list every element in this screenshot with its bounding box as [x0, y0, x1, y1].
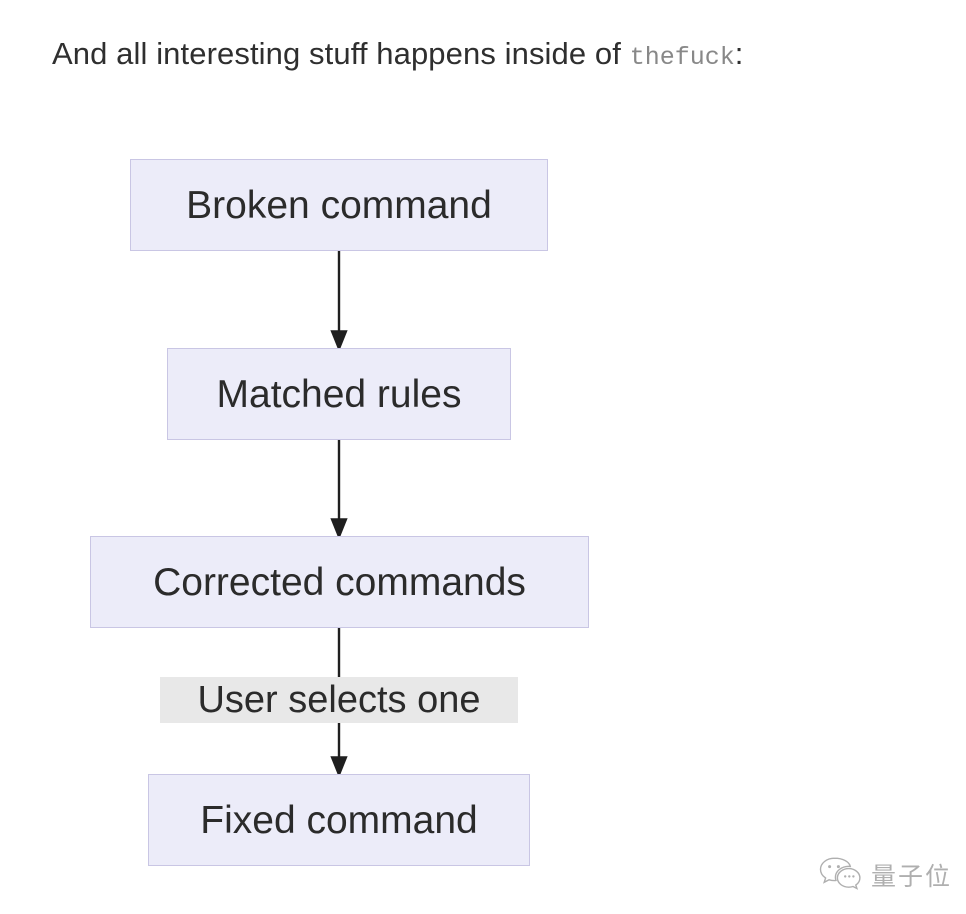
node-matched-rules[interactable]: Matched rules [167, 348, 511, 440]
node-label: Matched rules [216, 372, 462, 416]
node-fixed-command[interactable]: Fixed command [148, 774, 530, 866]
caption-suffix: : [734, 36, 744, 71]
caption-code-thefuck: thefuck [629, 43, 735, 72]
wechat-icon [819, 857, 861, 890]
node-label: Fixed command [200, 798, 478, 842]
watermark: 量子位 [819, 856, 952, 894]
node-corrected-commands[interactable]: Corrected commands [90, 536, 589, 628]
watermark-text: 量子位 [870, 862, 952, 891]
node-label: Broken command [186, 183, 492, 227]
node-label: Corrected commands [153, 560, 526, 604]
caption-prefix: And all interesting stuff happens inside… [52, 36, 630, 71]
page-caption: And all interesting stuff happens inside… [52, 32, 743, 80]
edge-label-text: User selects one [197, 679, 481, 721]
edge-label-user-selects-one: User selects one [160, 677, 518, 723]
node-broken-command[interactable]: Broken command [130, 159, 548, 251]
